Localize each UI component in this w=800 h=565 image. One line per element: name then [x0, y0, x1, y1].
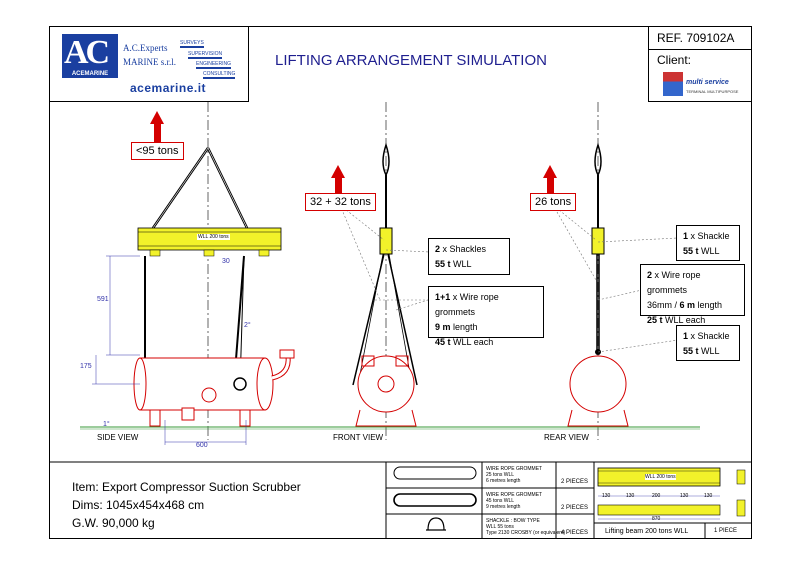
- client-name: multi service: [686, 79, 729, 86]
- front-hook-loop: [382, 142, 390, 176]
- side-load-arrow: [150, 111, 164, 142]
- beam-dim-total: 870: [652, 516, 661, 522]
- item-name: Item: Export Compressor Suction Scrubber: [72, 480, 301, 494]
- rear-view-label: REAR VIEW: [544, 433, 589, 442]
- shackle-icon: [426, 517, 446, 531]
- front-shackle-top: [379, 227, 393, 255]
- header-ref-cell: [648, 26, 752, 102]
- callout-front-shackles: 2 x Shackles 55 t WLL: [428, 238, 510, 275]
- side-load-label: <95 tons: [131, 142, 184, 160]
- table-beam-drawing: [597, 467, 746, 520]
- beam-dim-3: 200: [652, 493, 661, 499]
- rear-shackle-top: [591, 227, 605, 255]
- company-name-2: MARINE s.r.l.: [123, 57, 177, 67]
- header-logo-cell: [49, 26, 249, 102]
- beam-dim-1: 130: [602, 493, 611, 499]
- service-supervision: SUPERVISION: [188, 51, 223, 59]
- item-dims: Dims: 1045x454x468 cm: [72, 498, 205, 512]
- beam-dim-5: 130: [704, 493, 713, 499]
- service-engineering: ENGINEERING: [196, 61, 232, 69]
- company-logo-mark: AC: [64, 34, 110, 71]
- item-gw: G.W. 90,000 kg: [72, 516, 155, 530]
- ref-divider: [648, 49, 752, 50]
- front-view-label: FRONT VIEW: [333, 433, 384, 442]
- rear-vessel: [567, 355, 629, 427]
- side-beam-label: WLL 200 tons: [197, 234, 230, 240]
- bom-row-2-qty: 2 PIECES: [561, 505, 589, 511]
- dim-600: 600: [196, 442, 208, 449]
- beam-dim-4: 130: [680, 493, 689, 499]
- client-sub: TERMINAL MULTIPURPOSE: [686, 89, 739, 94]
- drawing-frame: [49, 26, 752, 539]
- side-view-label: SIDE VIEW: [97, 433, 139, 442]
- website: acemarine.it: [130, 81, 207, 95]
- rear-load-arrow: [543, 165, 557, 196]
- callout-rear-grommets: 2 x Wire rope grommets 36mm / 6 m length…: [640, 264, 745, 325]
- bom-row-3-qty: 4 PIECES: [561, 530, 589, 536]
- dim-30: 30: [222, 258, 230, 265]
- logo-text: ACEMARINE: [62, 71, 118, 78]
- rear-hook-loop: [594, 142, 602, 176]
- callout-front-grommets: 1+1 x Wire rope grommets 9 m length 45 t…: [428, 286, 544, 347]
- callout-rear-shackle-top: 1 x Shackle 55 t WLL: [676, 225, 740, 261]
- angle-1: 1°: [103, 421, 110, 428]
- angle-2: 2°: [244, 322, 251, 329]
- bom-row-1-qty: 2 PIECES: [561, 479, 589, 485]
- beam-table-label: Lifting beam 200 tons WLL: [605, 528, 689, 535]
- client-logo-icon: [663, 72, 683, 96]
- front-load-arrow: [331, 165, 345, 196]
- ref-number: REF. 709102A: [657, 31, 735, 45]
- rear-load-label: 26 tons: [530, 193, 577, 211]
- client-label: Client:: [657, 53, 692, 67]
- side-lifting-beam: [137, 227, 282, 257]
- side-dimensions: [92, 255, 247, 445]
- beam-table-qty: 1 PIECE: [714, 528, 738, 534]
- dim-175: 175: [80, 363, 92, 370]
- grommet-icon-25t: [393, 466, 477, 480]
- callout-rear-shackle-bottom: 1 x Shackle 55 t WLL: [676, 325, 740, 361]
- beam-dim-2: 130: [626, 493, 635, 499]
- page-title: LIFTING ARRANGEMENT SIMULATION: [275, 52, 547, 69]
- grommet-icon-45t: [393, 493, 477, 507]
- company-logo: [62, 34, 118, 74]
- side-vessel: [133, 349, 295, 427]
- front-vessel: [355, 355, 417, 427]
- service-consulting: CONSULTING: [203, 71, 236, 79]
- dim-591: 591: [97, 296, 109, 303]
- table-beam-text: WLL 200 tons: [645, 474, 676, 480]
- service-surveys: SURVEYS: [180, 40, 204, 48]
- front-load-label: 32 + 32 tons: [305, 193, 376, 211]
- table-grid: [49, 461, 752, 539]
- company-name-1: A.C.Experts: [123, 43, 168, 53]
